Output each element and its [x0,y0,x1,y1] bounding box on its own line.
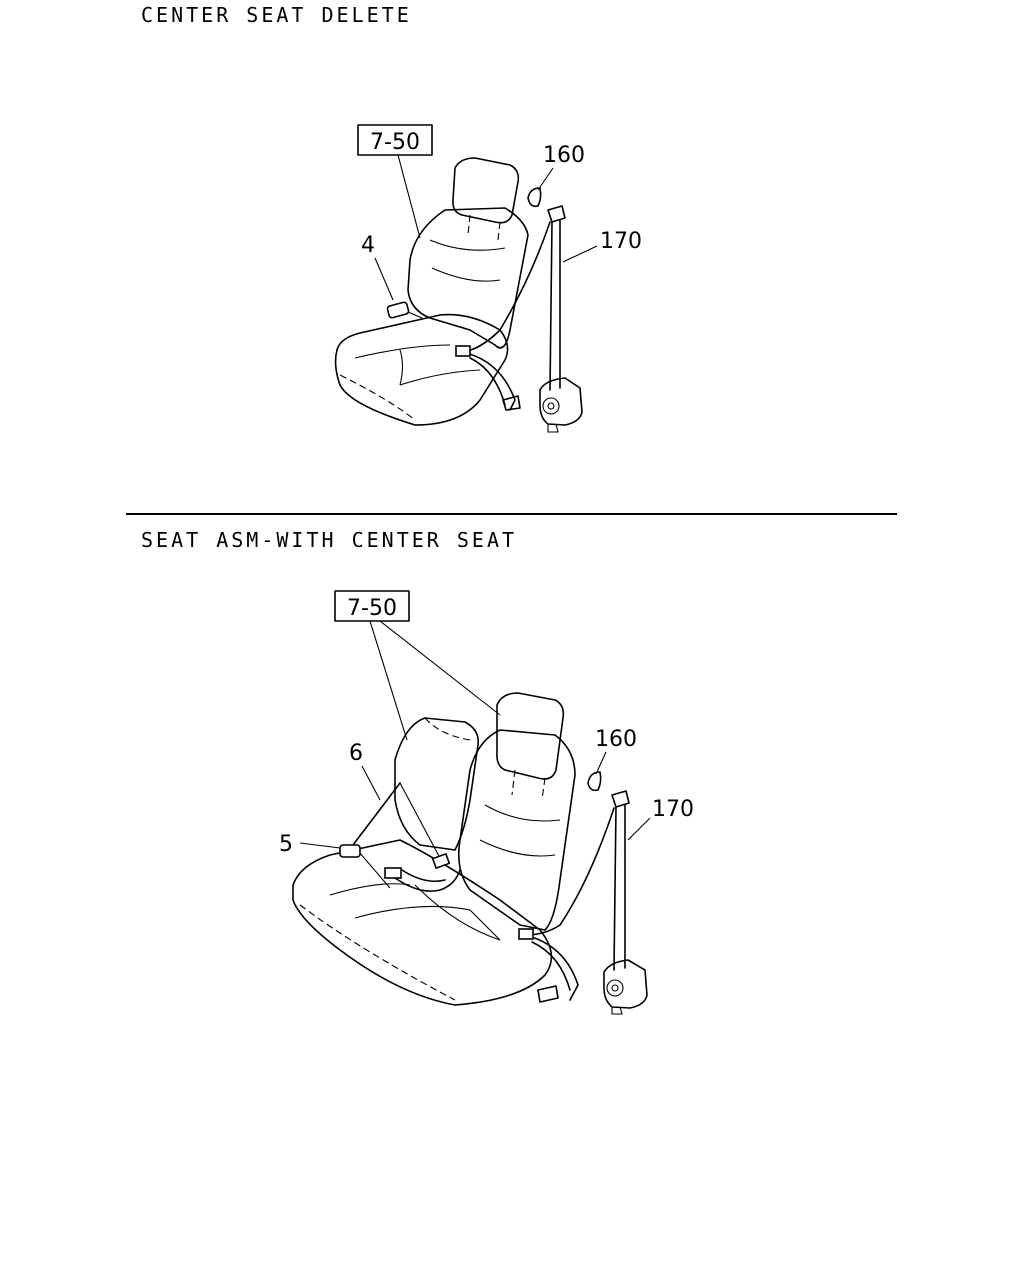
shoulder-belt [461,221,551,353]
section-title-center-seat-delete: CENTER SEAT DELETE [141,3,412,27]
section-divider [126,513,897,515]
callout-anchor-cover: 160 [595,727,637,752]
callout-anchor-cover: 160 [543,143,585,168]
diagram-center-seat-delete: 7-50 4 160 170 [334,124,642,433]
lap-belt [461,351,516,411]
buckle-strap [407,311,423,319]
leader-line [374,257,394,301]
leader-line [397,154,421,239]
seat-back-seams [479,804,561,857]
upper-anchor [611,790,630,808]
retractor-bracket [547,423,559,433]
leader-line [562,245,598,263]
reference-box [357,124,433,156]
belt-webbing-vertical [613,804,626,971]
reference-label: 7-50 [347,596,397,621]
leader-line [369,620,408,741]
diagram-with-center-seat: 7-50 6 5 160 [279,590,694,1015]
lap-belt [524,934,579,1001]
belt-guide [455,345,471,357]
anchor-cover [527,187,542,208]
section-title-with-center-seat: SEAT ASM-WITH CENTER SEAT [141,528,518,552]
center-belt-anchor [384,867,402,879]
leader-line [299,842,341,849]
floor-anchor [502,395,521,411]
callout-retractor-belt: 170 [600,229,642,254]
seat-back [407,207,529,349]
seat-back [457,729,576,931]
leader-line [595,751,607,775]
cushion-seams [354,344,481,386]
seat-cushion [334,313,509,426]
center-seat-back [394,717,480,851]
leader-line [361,765,381,801]
center-buckle [339,844,361,858]
cushion-edge [299,904,456,1001]
callout-center-belt: 6 [349,741,363,766]
callout-retractor-belt: 170 [652,797,694,822]
leader-line [537,167,554,191]
retractor [603,959,648,1009]
reference-label: 7-50 [370,130,420,155]
callout-center-buckle: 5 [279,832,293,857]
center-seat-back-edge [424,717,471,741]
seat-cushion [292,839,553,1006]
leader-line [627,817,651,841]
center-belt-buckle [431,852,451,870]
leader-line [379,620,501,716]
headrest [452,157,520,224]
headrest-posts [467,214,501,241]
headrest [496,692,565,780]
belt-guide [518,928,534,940]
cushion-seams [329,883,501,941]
leader-box-edge [352,782,401,846]
retractor [539,377,583,426]
retractor-spool [606,979,624,997]
retractor-spool [542,397,560,415]
retractor-bracket [611,1006,623,1015]
callout-buckle: 4 [361,233,375,258]
buckle [386,301,410,319]
shoulder-belt [524,807,615,936]
center-belt [394,869,461,892]
cushion-edge [339,374,416,421]
floor-anchor [537,985,559,1003]
seat-back-seams [429,239,506,282]
belt-webbing-vertical [549,219,561,391]
headrest-posts [511,769,546,801]
upper-anchor [547,205,566,223]
anchor-cover [587,771,602,792]
reference-box [334,590,410,622]
